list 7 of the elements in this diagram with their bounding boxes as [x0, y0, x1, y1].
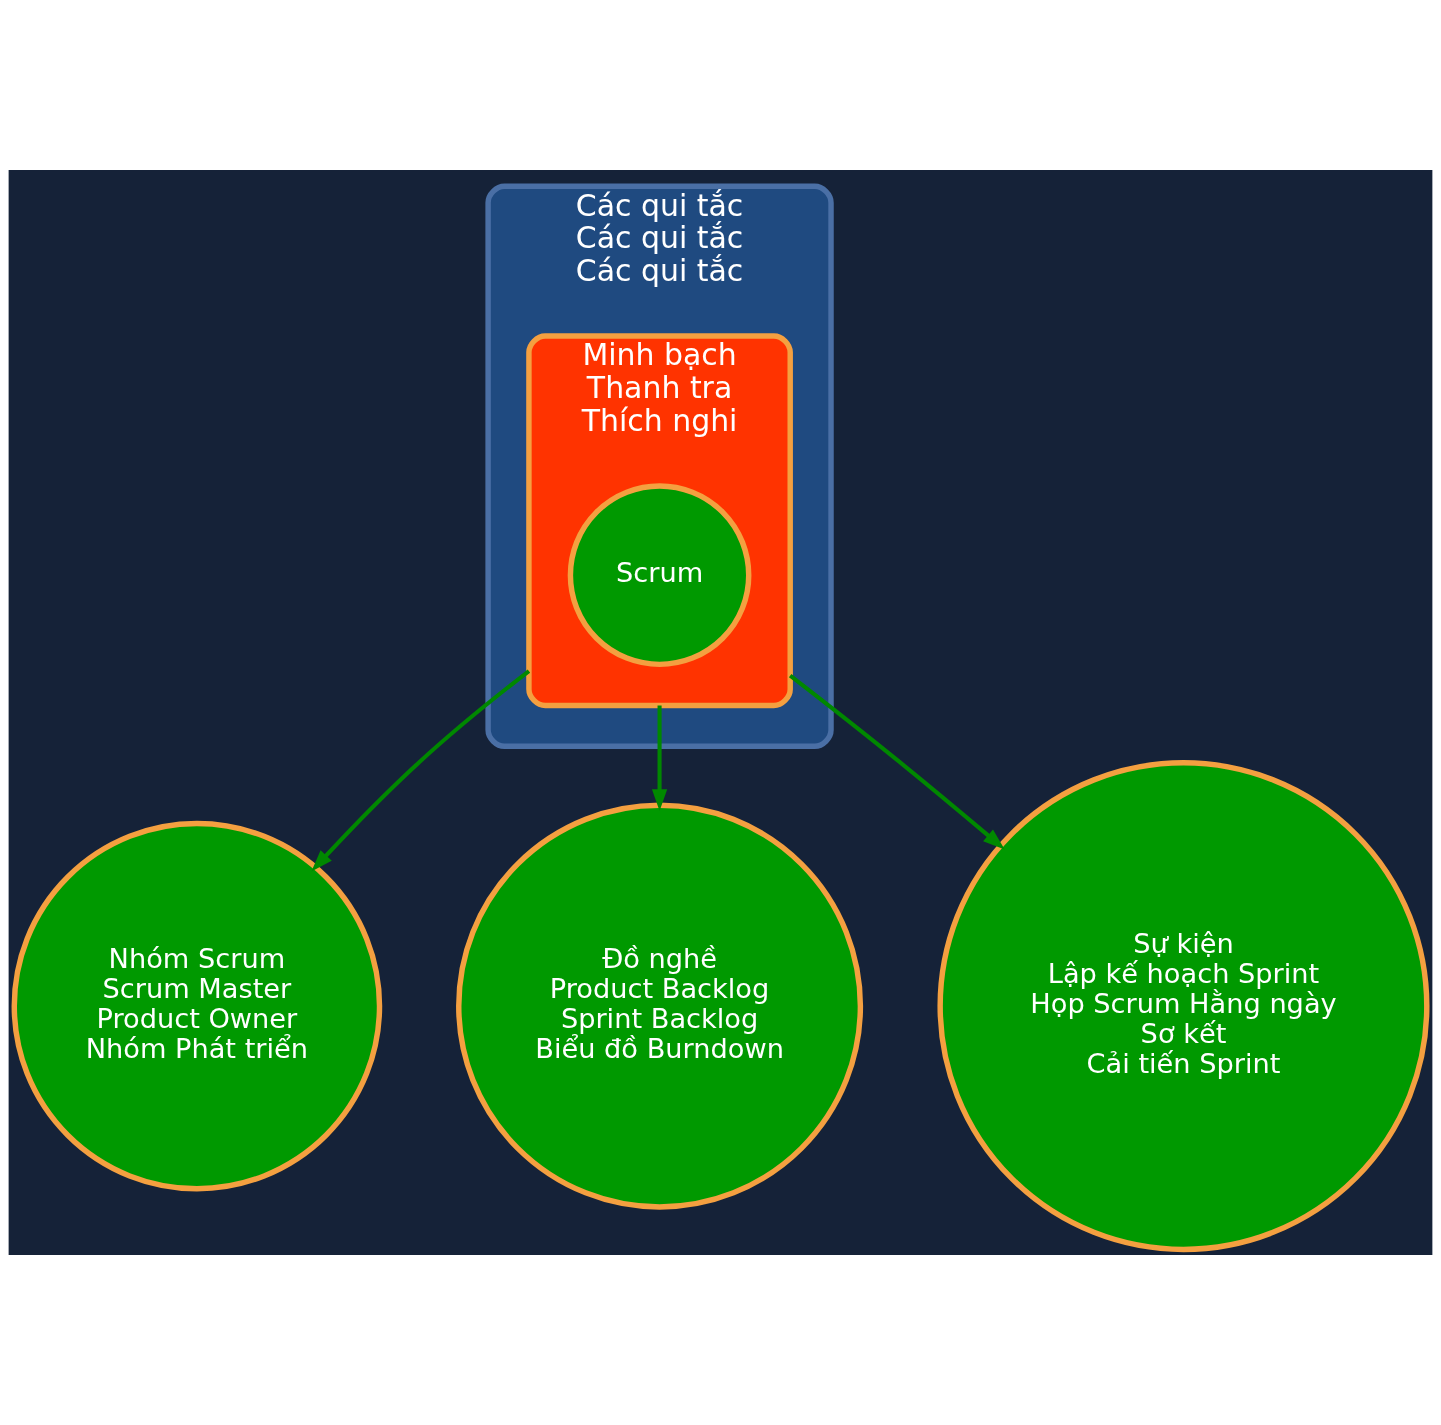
node-circle: Đồ nghề Product Backlog Sprint Backlog Biểu đồ Burndown: [456, 802, 864, 1210]
arrow: [788, 674, 1005, 850]
node-circle: Sự kiện Lập kế hoạch Sprint Họp Scrum Hằng ngày Sơ kết Cải tiến Sprint: [937, 760, 1430, 1253]
arrow: [311, 669, 531, 872]
arrow: [651, 705, 668, 812]
node-circle: Nhóm Scrum Scrum Master Product Owner Nhóm Phát triển: [11, 820, 383, 1192]
node-circle: Scrum: [567, 483, 752, 668]
